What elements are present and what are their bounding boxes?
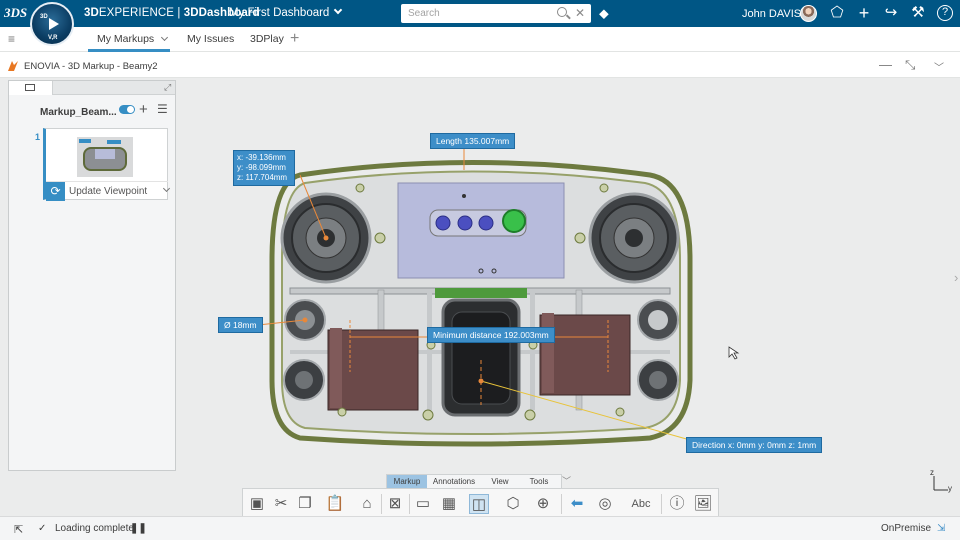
search-input[interactable] <box>401 4 591 23</box>
clear-search-icon[interactable]: ✕ <box>575 6 586 20</box>
diameter-annotation[interactable]: Ø 18mm <box>218 317 263 333</box>
panel-header: ⤢ <box>9 81 175 95</box>
tab-3dplay[interactable]: 3DPlay <box>250 33 284 45</box>
pause-icon[interactable]: ❚❚ <box>130 523 147 534</box>
axis-triad: z y <box>930 468 952 493</box>
forward-icon[interactable]: ↪ <box>884 4 898 21</box>
tab-view[interactable]: View <box>491 477 509 486</box>
fit-icon[interactable]: ⊠ <box>388 495 402 512</box>
widget-menu-chevron-icon[interactable]: ﹀ <box>934 63 944 74</box>
widget-header: ENOVIA - 3D Markup - Beamy2 — ⤡ ﹀ <box>0 53 960 78</box>
compass-top-label: 3D <box>40 14 48 20</box>
tab-bar: ≡ My Markups My Issues 3DPlay + <box>0 27 960 52</box>
home-icon[interactable]: ⌂ <box>362 495 372 512</box>
top-bar: 3DS 3D V,R 3DEXPERIENCE | 3DDashboard My… <box>0 0 960 46</box>
update-viewpoint-label[interactable]: Update Viewpoint <box>69 186 148 197</box>
right-arrow-icon[interactable]: › <box>954 270 959 285</box>
status-bar: ⇱ ✓ Loading complete ❚❚ OnPremise ⇲ <box>0 516 960 540</box>
add-markup-icon[interactable]: + <box>139 101 148 118</box>
item-number: 1 <box>35 132 41 142</box>
grid-icon[interactable]: ▦ <box>441 495 457 512</box>
dashboard-selector[interactable]: My First Dashboard <box>229 5 343 19</box>
length-annotation[interactable]: Length 135.007mm <box>430 133 516 149</box>
check-icon: ✓ <box>38 523 47 534</box>
cube-icon[interactable]: ⬡ <box>506 495 520 512</box>
markup-panel: ⤢ Markup_Beam... + ☰ 1 ⟳ Update Viewpoin… <box>8 80 176 471</box>
coordinate-annotation[interactable]: x: -39.136mm y: -98.099mm z: 117.704mm <box>233 150 295 186</box>
avatar[interactable] <box>800 5 817 22</box>
paste-icon[interactable]: 📋 <box>325 495 345 512</box>
image-icon[interactable]: 🖼 <box>693 495 713 512</box>
markup-toolbar: ▣ ✂ ❐ 📋 ⌂ ⊠ ▭ ▦ ◫ ⬡ ⊕ ⬅ ◎ Abc ⓘ 🖼 <box>242 488 719 518</box>
add-tab-icon[interactable]: + <box>290 30 300 47</box>
user-name[interactable]: John DAVIS <box>742 8 802 20</box>
collapse-icon[interactable]: ⤡ <box>905 57 916 72</box>
ds-logo-icon[interactable]: 3DS <box>4 5 28 20</box>
tab-my-issues[interactable]: My Issues <box>187 33 235 45</box>
viewpoint-card[interactable]: ⟳ Update Viewpoint <box>43 128 171 201</box>
tag-icon[interactable]: ⬥ <box>599 5 609 21</box>
expand-icon[interactable]: ⤢ <box>164 82 172 92</box>
help-icon[interactable]: ? <box>937 5 953 21</box>
menu-icon[interactable]: ☰ <box>157 102 168 116</box>
warning-icon[interactable]: ⓘ <box>669 495 685 512</box>
apps-icon[interactable]: ⚒ <box>911 4 925 21</box>
capture-icon[interactable]: ▣ <box>249 495 265 512</box>
select-cursor-icon[interactable]: ⇱ <box>14 524 24 536</box>
minimize-icon[interactable]: — <box>879 57 892 72</box>
circle-icon[interactable]: ◎ <box>598 495 612 512</box>
visibility-toggle[interactable] <box>119 105 135 114</box>
add-icon[interactable]: + <box>858 3 870 23</box>
share-icon[interactable]: ⬠ <box>830 4 844 21</box>
monitor-icon <box>25 84 35 91</box>
brand-title: 3DEXPERIENCE | 3DDashboard <box>84 7 260 19</box>
viewpoint-thumbnail[interactable] <box>77 137 133 177</box>
direction-annotation[interactable]: Direction x: 0mm y: 0mm z: 1mm <box>686 437 823 453</box>
compass-bottom-label: V,R <box>48 35 58 41</box>
tab-tools[interactable]: Tools <box>529 477 549 486</box>
widget-title: ENOVIA - 3D Markup - Beamy2 <box>24 61 158 72</box>
enovia-icon <box>8 61 18 71</box>
zoom-icon[interactable]: ⊕ <box>536 495 550 512</box>
tab-my-markups[interactable]: My Markups <box>88 27 170 52</box>
screen-icon[interactable]: ▭ <box>415 495 431 512</box>
search-icon[interactable] <box>557 7 567 17</box>
loading-status: Loading complete <box>55 523 134 534</box>
copy-icon[interactable]: ❐ <box>298 495 312 512</box>
toolbar-tabs: Markup Annotations View Tools <box>386 474 562 488</box>
collapse-sidebar-icon[interactable]: ≡ <box>8 32 16 46</box>
mode-label: OnPremise <box>881 523 932 534</box>
toolbar-collapse-icon[interactable]: ﹀ <box>562 476 572 486</box>
tab-annotations[interactable]: Annotations <box>432 477 476 486</box>
markup-name[interactable]: Markup_Beam... <box>40 107 117 118</box>
view-mode-icon[interactable]: ◫ <box>469 494 489 514</box>
min-distance-annotation[interactable]: Minimum distance 192.003mm <box>427 327 555 343</box>
axis-y-label: y <box>948 484 952 493</box>
text-tool-icon[interactable]: Abc <box>631 498 651 510</box>
viewpoint-footer: ⟳ Update Viewpoint <box>46 181 171 201</box>
compass-icon[interactable]: 3D V,R <box>30 2 74 46</box>
cut-icon[interactable]: ✂ <box>274 495 288 512</box>
back-arrow-icon[interactable]: ⬅ <box>570 495 584 512</box>
connection-icon[interactable]: ⇲ <box>937 523 946 534</box>
panel-tab[interactable] <box>9 81 53 95</box>
play-icon <box>49 18 59 30</box>
refresh-icon[interactable]: ⟳ <box>46 182 65 201</box>
tab-markup[interactable]: Markup <box>387 475 427 488</box>
axis-z-label: z <box>930 468 934 477</box>
